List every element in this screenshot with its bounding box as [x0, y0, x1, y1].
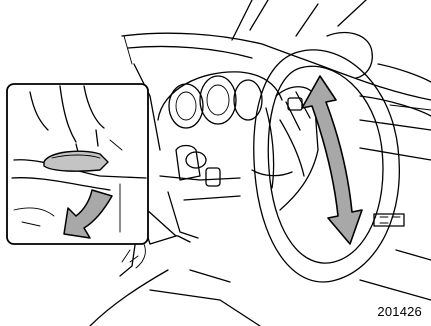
floor-lines [90, 238, 260, 326]
tilt-lever-icon [44, 151, 108, 171]
double-headed-curved-arrow-icon [302, 76, 362, 244]
dashboard-outline [122, 0, 431, 160]
instrument-cluster [158, 72, 282, 128]
figure-number: 201426 [377, 304, 422, 319]
